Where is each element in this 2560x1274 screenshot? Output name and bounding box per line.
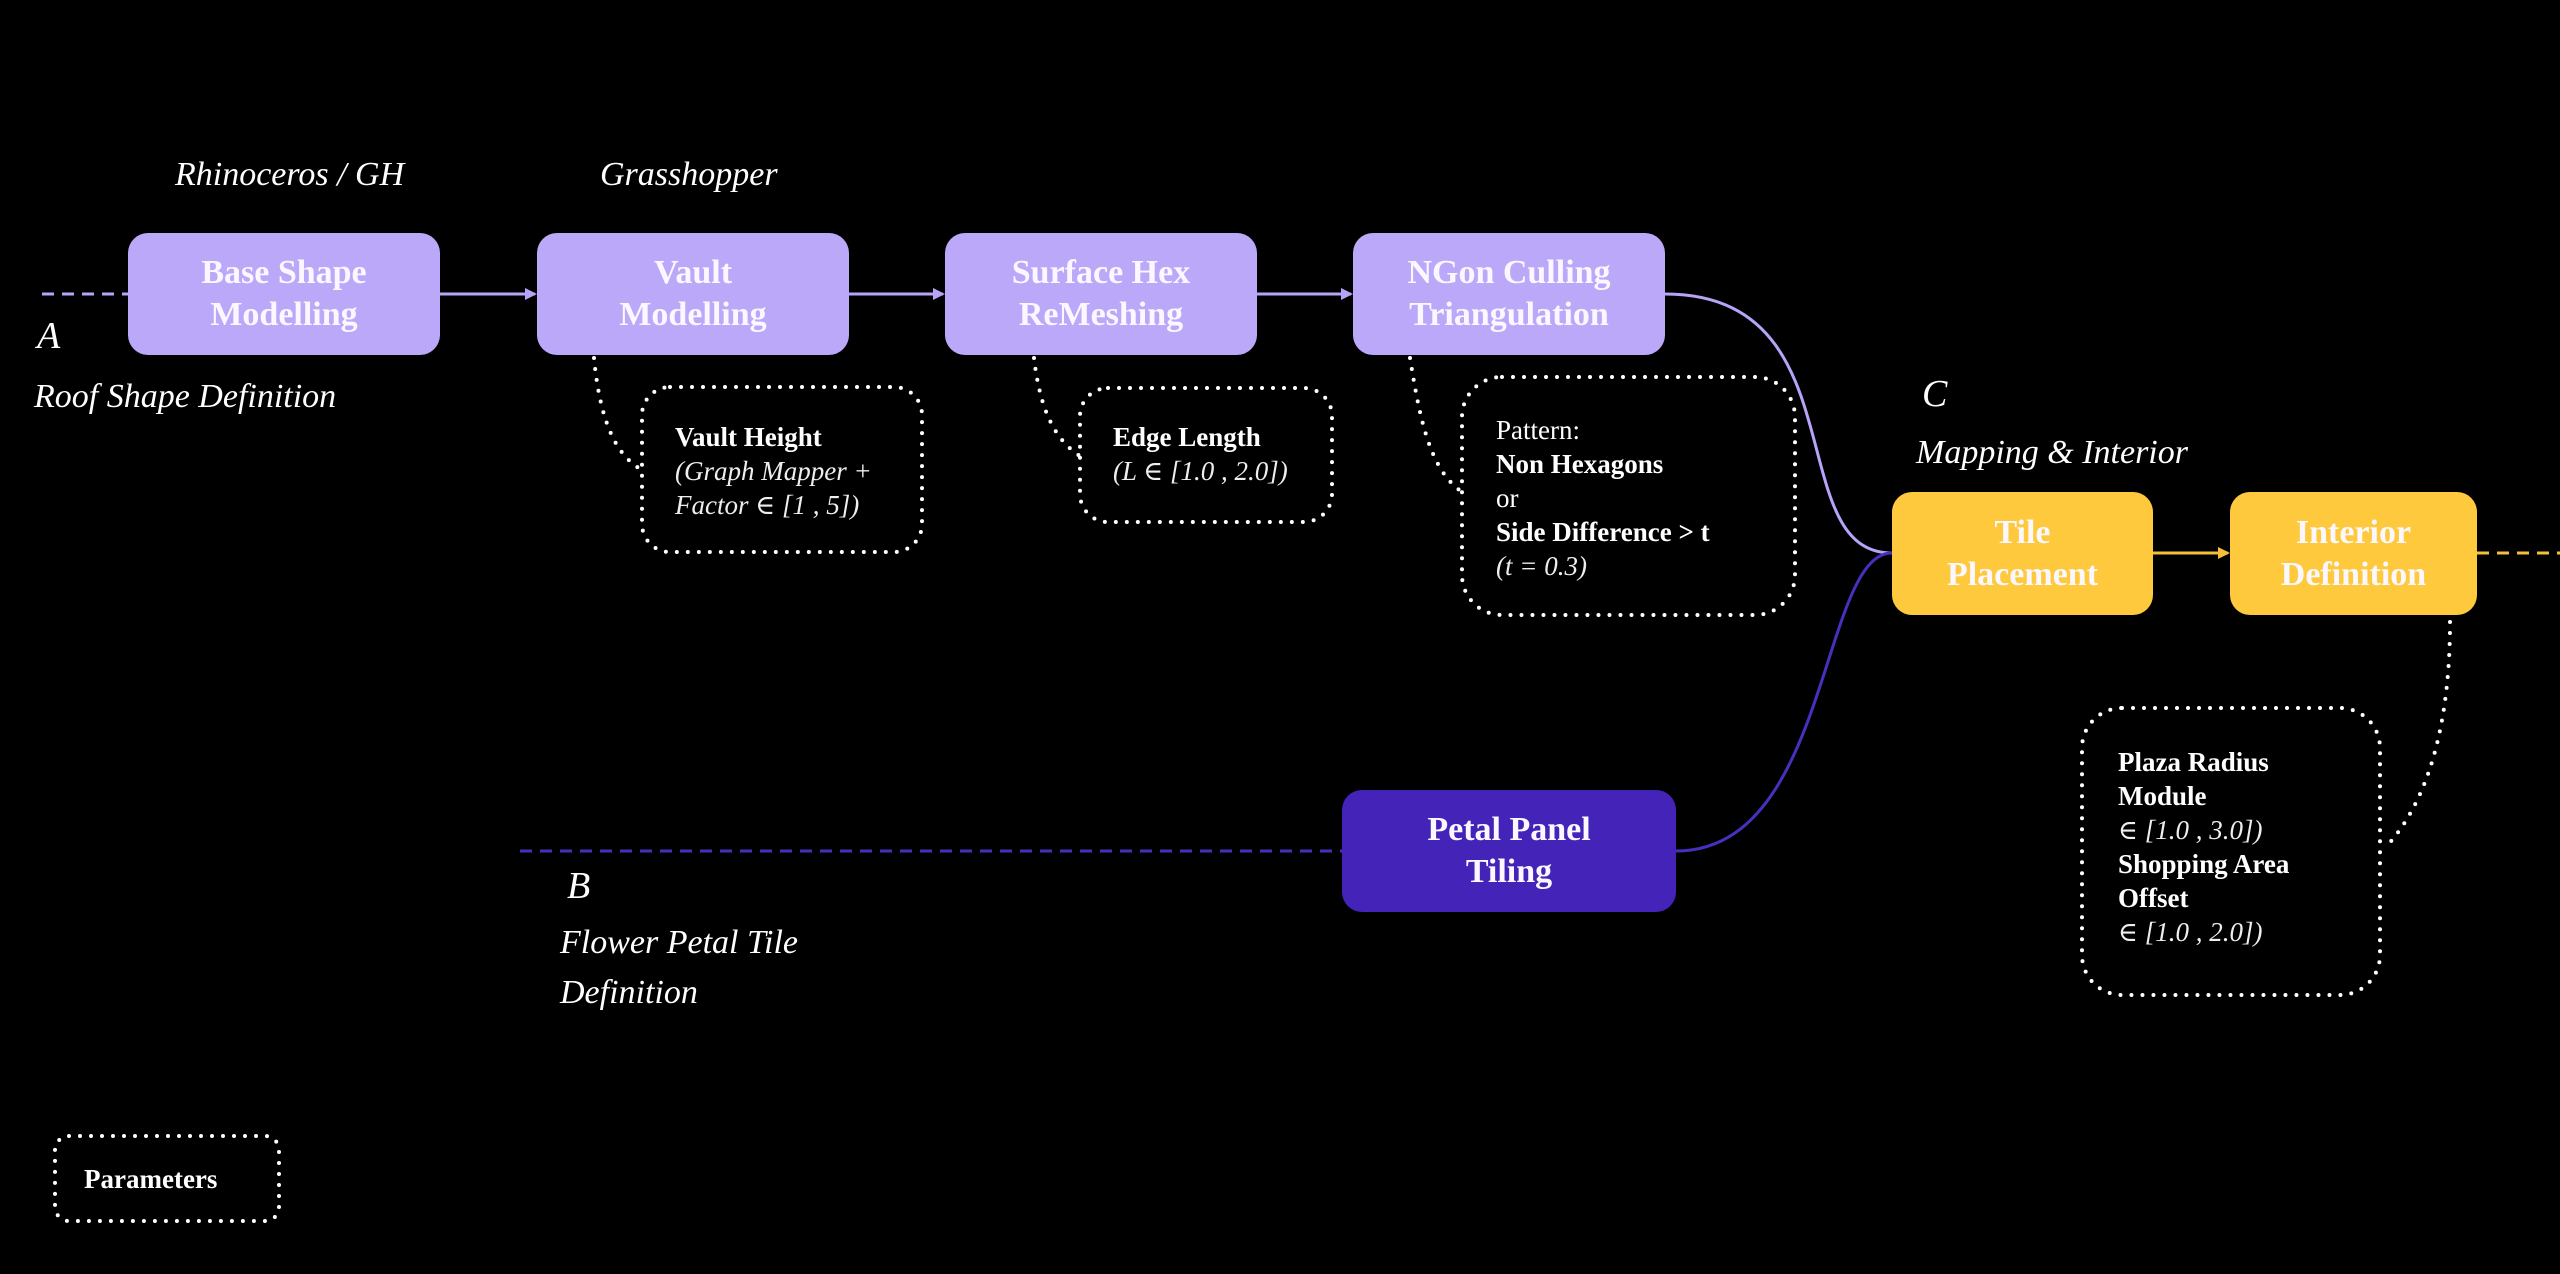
param-or: or (1496, 483, 1519, 513)
node-label-line2: Triangulation (1409, 296, 1609, 333)
param-vault-height: Vault Height (Graph Mapper + Factor ∈ [1… (675, 420, 872, 522)
param-box-pattern-outline (1460, 375, 1797, 617)
section-title-b-line1: Flower Petal Tile (560, 924, 798, 961)
param-range: (L ∈ [1.0 , 2.0]) (1113, 456, 1288, 486)
node-label-line1: Petal Panel (1427, 811, 1591, 848)
node-label-line2: Placement (1946, 555, 2099, 593)
section-title-c: Mapping & Interior (1916, 434, 2188, 471)
param-pattern: Pattern: Non Hexagons or Side Difference… (1496, 413, 1710, 583)
param-threshold: (t = 0.3) (1496, 551, 1587, 581)
tool-label-rhino: Rhinoceros / GH (175, 156, 405, 193)
param-title: Vault Height (675, 422, 822, 452)
section-title-b: Flower Petal Tile Definition (560, 918, 798, 1018)
legend-box-outline (53, 1134, 281, 1223)
node-label-line2: ReMeshing (1018, 296, 1184, 333)
param-title: Offset (2118, 883, 2189, 913)
legend-parameters: Parameters (84, 1162, 217, 1196)
section-letter-b: B (567, 865, 591, 907)
param-box-edge-outline (1078, 386, 1334, 524)
legend-label: Parameters (84, 1164, 218, 1194)
node-label-line2: Tiling (1465, 853, 1553, 890)
param-title: Plaza Radius (2118, 747, 2269, 777)
param-title: Module (2118, 781, 2207, 811)
node-label-line1: Surface Hex (1011, 254, 1191, 291)
param-edge-length: Edge Length (L ∈ [1.0 , 2.0]) (1113, 420, 1288, 488)
tool-label-grasshopper: Grasshopper (600, 156, 778, 193)
param-condition-2: Side Difference > t (1496, 517, 1710, 547)
param-condition-1: Non Hexagons (1496, 449, 1664, 479)
param-interior: Plaza Radius Module ∈ [1.0 , 3.0]) Shopp… (2118, 745, 2289, 949)
param-box-vault-outline (640, 385, 924, 554)
curve-ngon-to-tile (1664, 292, 1893, 555)
node-label-line1: Interior (2295, 513, 2412, 551)
node-label-line1: Vault (653, 254, 733, 291)
param-label: Pattern: (1496, 415, 1580, 445)
node-label-line2: Modelling (210, 296, 358, 333)
section-title-a: Roof Shape Definition (34, 378, 337, 415)
leader-vault-param (592, 356, 644, 472)
node-label-line1: Base Shape (201, 254, 367, 291)
param-range: ∈ [1.0 , 2.0]) (2118, 917, 2263, 947)
leader-pattern-param (1408, 356, 1464, 494)
section-letter-c: C (1922, 373, 1948, 415)
param-box-interior-outline (2080, 706, 2382, 997)
node-label-line1: Tile (1994, 513, 2051, 551)
param-range: Factor ∈ [1 , 5]) (675, 490, 860, 520)
curve-petal-to-tile (1675, 551, 1893, 853)
param-title: Edge Length (1113, 422, 1261, 452)
param-title: Shopping Area (2118, 849, 2290, 879)
node-label-line2: Definition (2280, 555, 2427, 593)
param-range: ∈ [1.0 , 3.0]) (2118, 815, 2263, 845)
leader-edge-param (1032, 356, 1082, 458)
section-title-b-line2: Definition (560, 974, 698, 1011)
section-letter-a: A (37, 315, 61, 357)
param-detail: (Graph Mapper + (675, 456, 872, 486)
node-label-line2: Modelling (619, 296, 767, 333)
node-label-line1: NGon Culling (1407, 254, 1611, 291)
leader-interior-param (2383, 620, 2452, 850)
